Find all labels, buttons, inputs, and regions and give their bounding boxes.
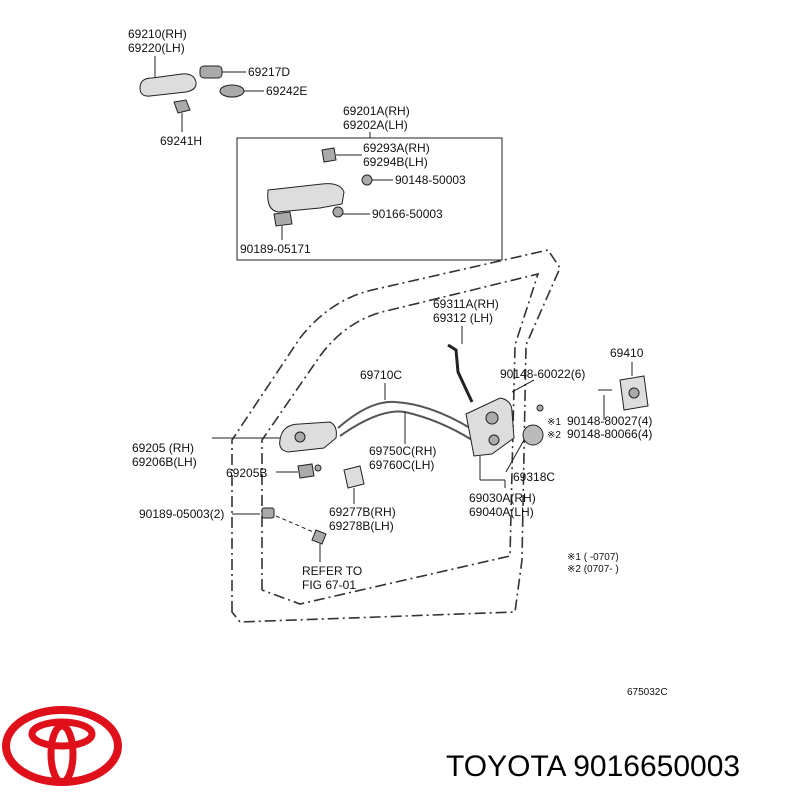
label-69206b: 69206B(LH) bbox=[132, 455, 197, 469]
footnote-2: ※2 (0707- ) bbox=[567, 564, 619, 575]
label-69241h: 69241H bbox=[160, 134, 202, 148]
label-69040a: 69040A(LH) bbox=[469, 505, 534, 519]
label-90148-50003: 90148-50003 bbox=[395, 173, 466, 187]
mark-2: ※2 bbox=[547, 430, 561, 441]
label-69278b: 69278B(LH) bbox=[329, 519, 394, 533]
leader-clip-to-bolt bbox=[275, 515, 319, 535]
logo-vertical-ellipse bbox=[47, 722, 77, 786]
label-69760c: 69760C(LH) bbox=[369, 458, 434, 472]
mark-1: ※1 bbox=[547, 417, 561, 428]
label-69030a: 69030A(RH) bbox=[469, 491, 536, 505]
leader-90148-60022 bbox=[511, 379, 535, 393]
label-69710c: 69710C bbox=[360, 368, 402, 382]
label-69311a: 69311A(RH) bbox=[433, 297, 499, 311]
logo-horizontal-ellipse bbox=[28, 718, 96, 750]
label-90148-60022: 90148-60022(6) bbox=[500, 367, 585, 381]
label-69205b: 69205B bbox=[226, 466, 267, 480]
label-69210: 69210(RH) bbox=[128, 27, 187, 41]
door-lock-assembly bbox=[465, 397, 515, 457]
inside-handle-frame bbox=[267, 183, 345, 213]
pin-69205b bbox=[314, 464, 322, 472]
label-69201a: 69201A(RH) bbox=[343, 104, 410, 118]
outside-handle-group: 69210(RH) 69220(LH) 69217D 69242E 69241H bbox=[128, 27, 307, 148]
lock-rod bbox=[447, 343, 474, 403]
refer-line-2: FIG 67-01 bbox=[302, 578, 356, 592]
brand-part-number: TOYOTA 9016650003 bbox=[446, 750, 740, 783]
handle-frame-hole bbox=[294, 431, 306, 443]
label-90166-50003: 90166-50003 bbox=[372, 207, 443, 221]
label-69750c: 69750C(RH) bbox=[369, 444, 436, 458]
pad-69241h bbox=[173, 99, 191, 114]
footnotes: ※1 ( -0707) ※2 (0707- ) 675032C bbox=[567, 552, 668, 698]
clip-90189-05003 bbox=[261, 507, 275, 519]
label-69202a: 69202A(LH) bbox=[343, 118, 408, 132]
label-69220: 69220(LH) bbox=[128, 41, 185, 55]
figure-id: 675032C bbox=[627, 687, 668, 698]
label-69312: 69312 (LH) bbox=[433, 311, 493, 325]
clip-69205b bbox=[297, 463, 315, 479]
lower-parts-group: 90189-05003(2) REFER TO FIG 67-01 69277B… bbox=[139, 465, 396, 592]
inside-handle-frame-group: 69201A(RH) 69202A(LH) 69293A(RH) 69294B(… bbox=[236, 104, 503, 261]
label-69293a: 69293A(RH) bbox=[363, 141, 430, 155]
outside-handle bbox=[139, 73, 197, 97]
clip-90189-05171 bbox=[273, 211, 293, 227]
door-outer-line bbox=[231, 249, 561, 623]
label-69242e: 69242E bbox=[266, 84, 307, 98]
label-69277b: 69277B(RH) bbox=[329, 505, 396, 519]
door-outline bbox=[231, 249, 561, 623]
leader-69318c bbox=[505, 439, 525, 473]
refer-line-1: REFER TO bbox=[302, 564, 362, 578]
label-69318c: 69318C bbox=[513, 470, 555, 484]
label-90148-80027: 90148-80027(4) bbox=[567, 414, 652, 428]
door-lock-detail-b bbox=[488, 434, 500, 446]
cable-group: 69710C 69750C(RH) 69760C(LH) bbox=[337, 368, 473, 472]
striker-group: 69410 bbox=[598, 346, 649, 420]
label-90189-05003: 90189-05003(2) bbox=[139, 507, 224, 521]
cable-upper bbox=[337, 400, 471, 429]
handle-frame-group: 69205 (RH) 69206B(LH) 69205B bbox=[132, 421, 337, 480]
door-inner-line bbox=[261, 272, 540, 605]
striker-hole bbox=[628, 387, 640, 399]
screw-90166-50003 bbox=[332, 206, 344, 218]
door-lock-detail-a bbox=[485, 411, 499, 425]
screw-90148-50003 bbox=[361, 174, 373, 186]
cable-lower bbox=[339, 410, 473, 441]
screw-90148-60022 bbox=[536, 404, 544, 412]
label-90148-80066: 90148-80066(4) bbox=[567, 427, 652, 441]
bolt-refer bbox=[311, 529, 327, 545]
pad-69242e bbox=[219, 84, 245, 98]
label-69410: 69410 bbox=[610, 346, 644, 360]
label-69205: 69205 (RH) bbox=[132, 441, 194, 455]
label-69217d: 69217D bbox=[248, 65, 290, 79]
toyota-logo-icon bbox=[2, 706, 122, 786]
protector-69277b bbox=[343, 465, 365, 489]
footnote-1: ※1 ( -0707) bbox=[567, 552, 619, 563]
lock-rod-group: 69311A(RH) 69312 (LH) bbox=[433, 297, 499, 403]
inside-handle-frame-box bbox=[236, 137, 503, 261]
label-69294b: 69294B(LH) bbox=[363, 155, 428, 169]
handle-cover-69217d bbox=[199, 65, 223, 79]
door-lock-group: 90148-60022(6) 69318C ※1 90148-80027(4) … bbox=[465, 367, 652, 519]
handle-frame-69205 bbox=[279, 421, 337, 453]
cushion-69318c bbox=[522, 424, 544, 446]
label-90189-05171: 90189-05171 bbox=[240, 242, 311, 256]
clip-69293a bbox=[321, 147, 337, 163]
